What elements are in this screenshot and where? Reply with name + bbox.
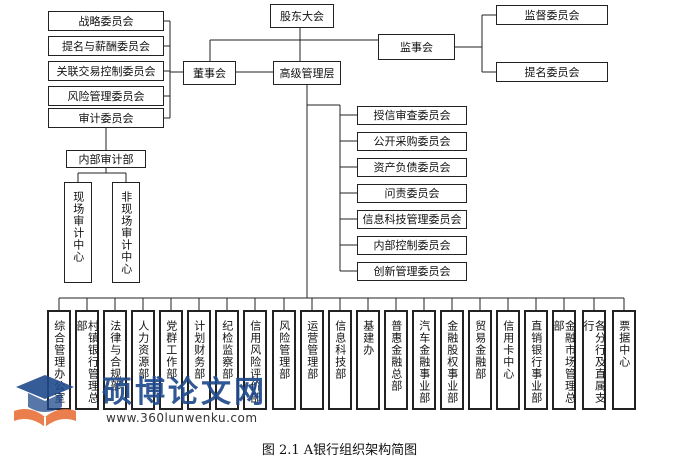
department-box: 党群工作部 xyxy=(159,310,183,410)
watermark-url: www.360lunwenku.com xyxy=(106,411,258,425)
risk-management-committee-box: 风险管理委员会 xyxy=(48,86,164,106)
department-box: 风险管理部 xyxy=(272,310,296,410)
department-label: 票据中心 xyxy=(617,320,631,368)
department-label: 汽车金融事业部 xyxy=(417,320,431,404)
department-label: 运营管理部 xyxy=(305,320,319,380)
department-box: 基建办 xyxy=(356,310,380,410)
accountability-committee-box: 问责委员会 xyxy=(357,184,467,203)
onsite-audit-center-label: 现场审计中心 xyxy=(71,191,85,263)
department-box: 信息科技部 xyxy=(328,310,352,410)
department-box: 普惠金融总部 xyxy=(384,310,408,410)
department-label: 信息科技部 xyxy=(333,320,347,380)
board-of-directors-box: 董事会 xyxy=(183,61,236,85)
nomination-committee-box: 提名委员会 xyxy=(496,62,608,82)
asset-liability-committee-box: 资产负债委员会 xyxy=(357,158,467,177)
offsite-audit-center-box: 非现场审计中心 xyxy=(112,182,140,283)
internal-audit-dept-box: 内部审计部 xyxy=(66,150,146,168)
department-label: 贸易金融部 xyxy=(473,320,487,380)
department-box: 各分行及直属支行 xyxy=(582,310,607,410)
department-box: 信用风险评价部 xyxy=(243,310,267,410)
watermark-title: 硕博论文网 xyxy=(102,375,267,410)
department-label: 法律与合规部 xyxy=(108,320,122,392)
department-label: 基建办 xyxy=(361,320,375,356)
it-management-committee-box: 信息科技管理委员会 xyxy=(357,210,467,229)
audit-committee-box: 审计委员会 xyxy=(48,108,164,128)
figure-caption: 图 2.1 A银行组织架构简图 xyxy=(261,443,418,458)
board-of-supervisors-box: 监事会 xyxy=(378,34,455,60)
department-box: 运营管理部 xyxy=(300,310,324,410)
shareholders-meeting-box: 股东大会 xyxy=(270,4,334,28)
innovation-management-committee-box: 创新管理委员会 xyxy=(357,262,467,281)
internal-control-committee-box: 内部控制委员会 xyxy=(357,236,467,255)
department-label: 人力资源部 xyxy=(136,320,150,380)
department-label: 直销银行事业部 xyxy=(529,320,543,404)
department-box: 信用卡中心 xyxy=(496,310,520,410)
department-label: 风险管理部 xyxy=(277,320,291,380)
department-label: 计划财务部 xyxy=(192,320,206,380)
public-procurement-committee-box: 公开采购委员会 xyxy=(357,132,467,151)
related-transaction-committee-box: 关联交易控制委员会 xyxy=(48,61,164,81)
department-box: 计划财务部 xyxy=(187,310,211,410)
department-label: 各分行及直属支行 xyxy=(582,320,607,404)
strategy-committee-box: 战略委员会 xyxy=(48,11,164,31)
department-box: 纪检监察部 xyxy=(215,310,239,410)
department-box: 贸易金融部 xyxy=(468,310,492,410)
offsite-audit-center-label: 非现场审计中心 xyxy=(119,191,133,275)
supervision-committee-box: 监督委员会 xyxy=(496,5,608,25)
graduation-cap-icon xyxy=(14,375,76,427)
department-label: 村镇银行管理总部 xyxy=(75,320,100,404)
department-label: 金融市场管理总部 xyxy=(552,320,577,404)
credit-review-committee-box: 授信审查委员会 xyxy=(357,106,467,125)
onsite-audit-center-box: 现场审计中心 xyxy=(64,182,92,283)
department-box: 金融股权事业部 xyxy=(440,310,464,410)
department-label: 信用风险评价部 xyxy=(248,320,262,404)
department-box: 汽车金融事业部 xyxy=(412,310,436,410)
nomination-compensation-committee-box: 提名与薪酬委员会 xyxy=(48,36,164,56)
department-label: 党群工作部 xyxy=(164,320,178,380)
senior-management-box: 高级管理层 xyxy=(273,61,341,85)
department-label: 金融股权事业部 xyxy=(445,320,459,404)
department-box: 法律与合规部 xyxy=(103,310,127,410)
department-box: 直销银行事业部 xyxy=(524,310,548,410)
department-box: 人力资源部 xyxy=(131,310,155,410)
department-label: 信用卡中心 xyxy=(501,320,515,380)
department-box: 票据中心 xyxy=(612,310,636,410)
department-label: 纪检监察部 xyxy=(220,320,234,380)
watermark: 硕博论文网 www.360lunwenku.com xyxy=(10,355,310,440)
department-box: 村镇银行管理总部 xyxy=(75,310,100,410)
department-box: 金融市场管理总部 xyxy=(552,310,577,410)
department-label: 普惠金融总部 xyxy=(389,320,403,392)
